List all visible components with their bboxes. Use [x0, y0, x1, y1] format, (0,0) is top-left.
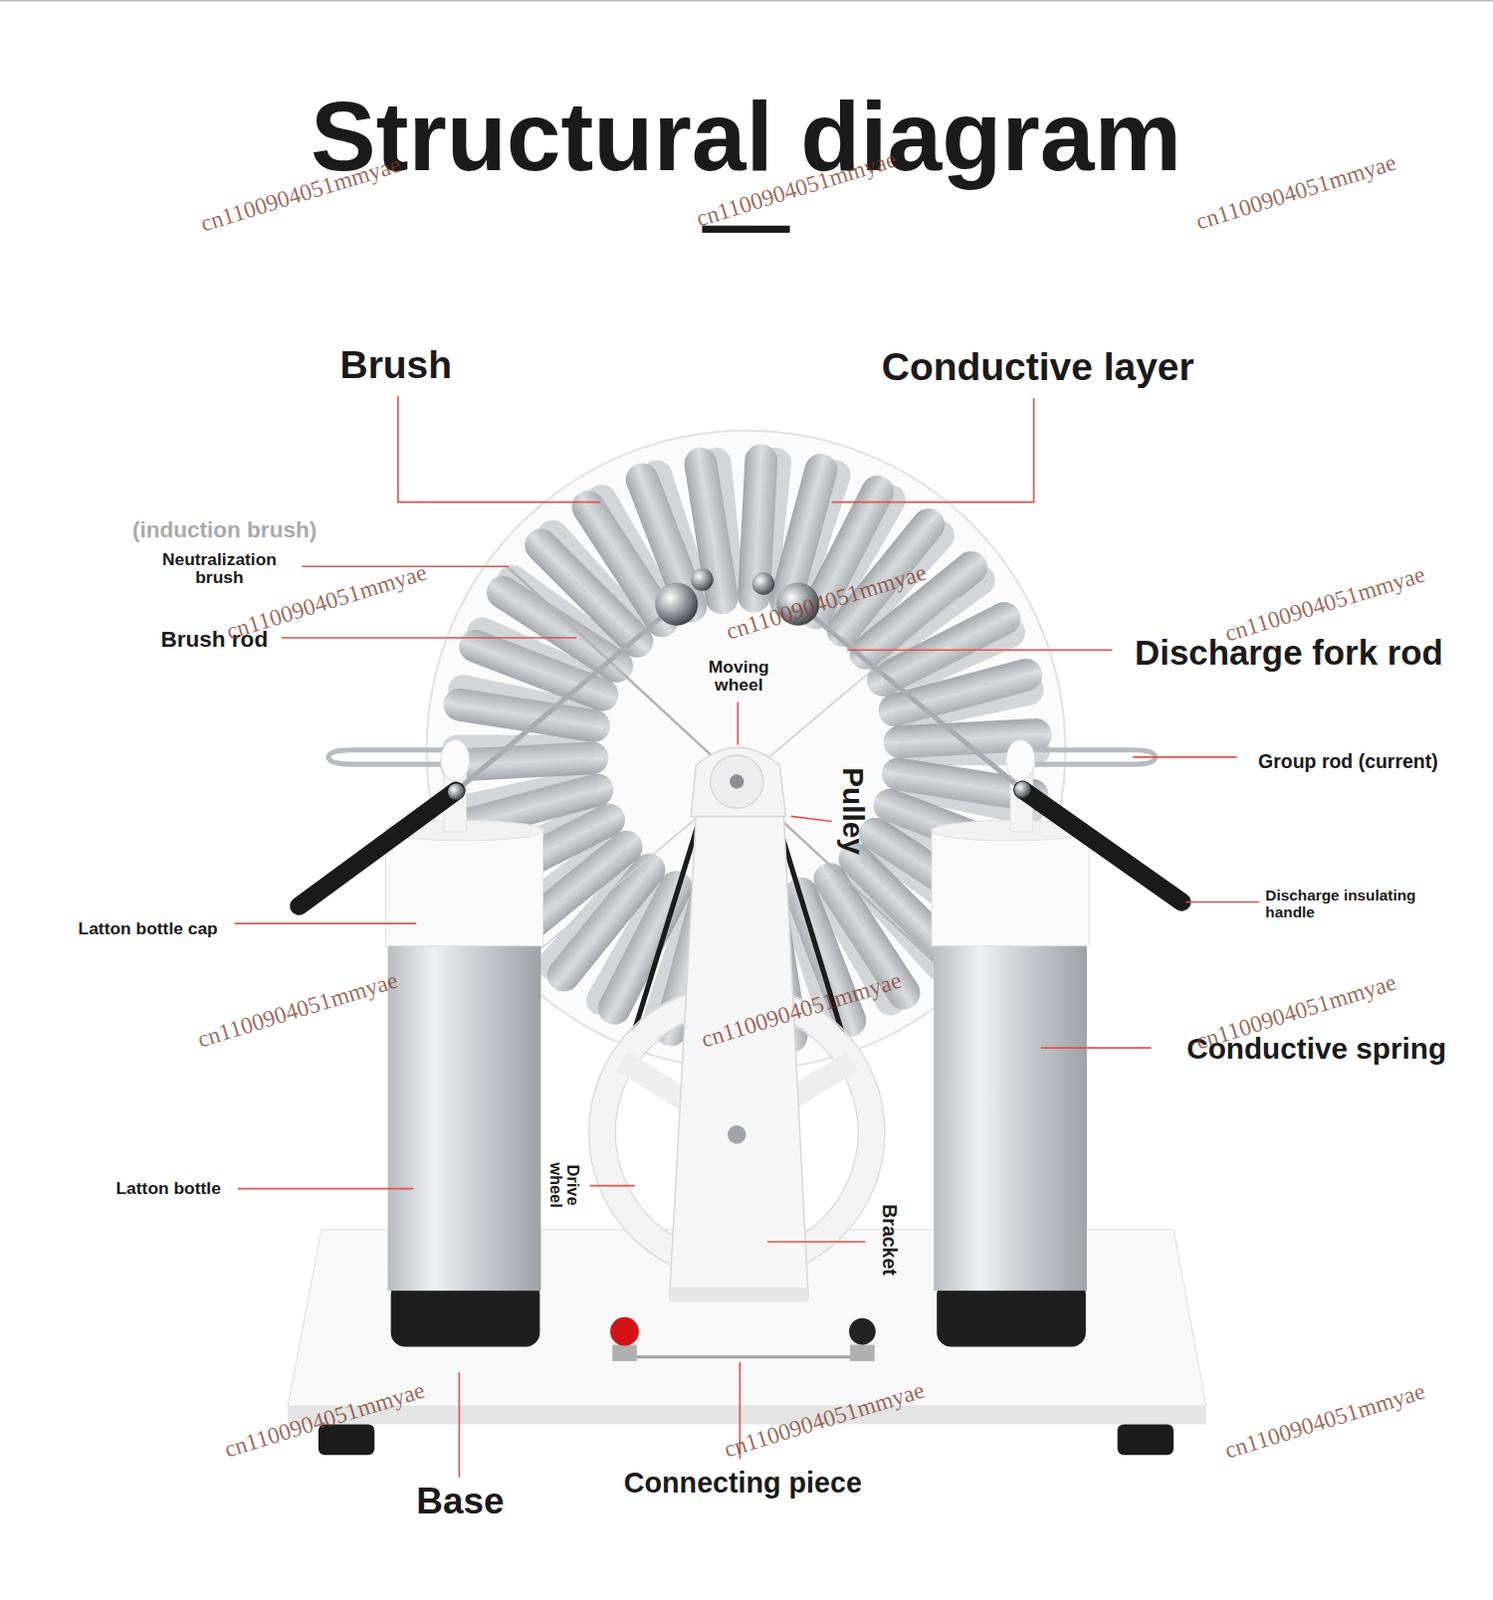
- hub: [690, 747, 786, 817]
- knob: [1006, 740, 1036, 782]
- base-front: [287, 1406, 1207, 1425]
- leader-line: [736, 702, 739, 746]
- leader-line: [1041, 1047, 1152, 1050]
- leader-line: [398, 396, 601, 503]
- screw: [729, 774, 744, 789]
- leader-line: [832, 398, 1035, 503]
- discharge-ball: [654, 583, 698, 627]
- bracket-foot: [669, 1287, 809, 1302]
- part-label: Pulley: [838, 767, 869, 855]
- part-label: Discharge insulating handle: [1265, 887, 1450, 920]
- discharge-ball: [752, 572, 776, 596]
- title-underline: [701, 225, 790, 233]
- watermark: cn1100904051mmyae: [1221, 562, 1428, 647]
- black-terminal: [849, 1318, 876, 1346]
- top-rule: [0, 0, 1493, 1]
- part-label: Base: [416, 1483, 504, 1522]
- watermark: cn1100904051mmyae: [198, 151, 405, 236]
- bottle-cap: [386, 829, 544, 947]
- leader-line: [590, 1185, 636, 1188]
- part-note: (induction brush): [132, 518, 317, 543]
- watermark: cn1100904051mmyae: [1221, 1379, 1428, 1465]
- part-label: Conductive layer: [881, 347, 1195, 389]
- insulating-handle: [1022, 790, 1182, 903]
- part-label: Group rod (current): [1258, 751, 1439, 772]
- leader-line: [1132, 756, 1238, 759]
- latton-bottle: [933, 944, 1087, 1292]
- leader-line: [1185, 901, 1260, 904]
- leader-line: [847, 648, 1113, 651]
- joint: [1014, 782, 1031, 799]
- strip: [874, 654, 1047, 730]
- leader-lines: [234, 396, 1260, 1479]
- latton-bottle: [388, 944, 542, 1292]
- watermark: cn1100904051mmyae: [1193, 149, 1400, 234]
- part-label: Moving wheel: [697, 656, 780, 694]
- bracket: [669, 816, 809, 1298]
- joint: [447, 784, 464, 801]
- part-label: Neutralization brush: [143, 550, 297, 588]
- part-label: Brush: [340, 345, 453, 387]
- knob: [440, 740, 470, 782]
- red-terminal: [610, 1317, 640, 1347]
- terminal-post: [612, 1345, 638, 1362]
- part-label: Latton bottle: [115, 1179, 220, 1198]
- moving-wheel: [710, 755, 764, 809]
- connecting-strip: [624, 1355, 862, 1359]
- part-label: Drive wheel: [547, 1155, 582, 1218]
- leader-line: [237, 1188, 414, 1191]
- part-label: Discharge fork rod: [1134, 635, 1444, 672]
- watermark: cn1100904051mmyae: [195, 968, 402, 1054]
- discharge-ball: [690, 568, 714, 592]
- strip: [736, 443, 779, 615]
- discharge-fork-rod: [454, 604, 676, 793]
- part-label: Connecting piece: [624, 1468, 862, 1498]
- title: Structural diagram: [310, 86, 1182, 190]
- insulating-handle: [298, 791, 456, 907]
- leader-line: [767, 1241, 865, 1244]
- leader-line: [281, 637, 577, 640]
- watermark: cn1100904051mmyae: [223, 560, 430, 645]
- leader-line: [458, 1372, 461, 1479]
- discharge-fork-rod: [798, 604, 1024, 791]
- terminal-post: [850, 1345, 875, 1362]
- foot: [1117, 1424, 1174, 1456]
- bottle-cap: [931, 829, 1089, 947]
- part-label: Latton bottle cap: [78, 919, 218, 938]
- part-label: Bracket: [879, 1204, 900, 1276]
- leader-line: [234, 922, 418, 925]
- group-rod: [328, 750, 454, 765]
- screw: [727, 1125, 746, 1144]
- leader-line: [791, 816, 833, 822]
